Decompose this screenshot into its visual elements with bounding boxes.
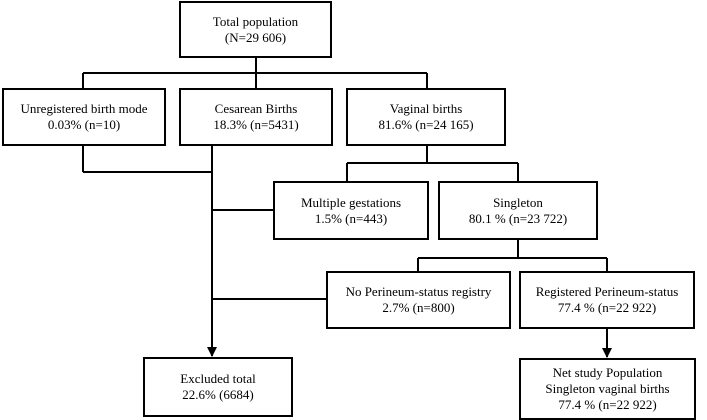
excluded-total-label: Excluded total (180, 371, 256, 386)
net-study-population-label: Net study Population (552, 365, 663, 380)
multiple-gestations-label: Multiple gestations (300, 194, 402, 210)
unregistered-birth-mode-count: 0.03% (n=10) (47, 117, 121, 132)
excluded-total-count: 22.6% (6684) (182, 387, 254, 402)
no-perineum-status-box: No Perineum-status registry 2.7% (n=800) (326, 271, 511, 329)
vaginal-births-label: Vaginal births (389, 101, 463, 116)
vaginal-births-box: Vaginal births 81.6% (n=24 165) (346, 88, 506, 146)
cesarean-births-box: Cesarean Births 18.3% (n=5431) (179, 88, 333, 146)
total-population-count: (N=29 606) (224, 29, 287, 45)
vaginal-births-count: 81.6% (n=24 165) (378, 117, 474, 132)
net-study-population-subtitle: Singleton vaginal births (545, 381, 670, 396)
multiple-gestations-count: 1.5% (n=443) (314, 210, 388, 226)
registered-perineum-status-label: Registered Perineum-status (535, 284, 679, 299)
excluded-total-box: Excluded total 22.6% (6684) (143, 357, 293, 417)
singleton-box: Singleton 80.1 % (n=23 722) (438, 181, 598, 240)
unregistered-birth-mode-box: Unregistered birth mode 0.03% (n=10) (2, 88, 166, 146)
net-study-population-box: Net study Population Singleton vaginal b… (519, 358, 696, 420)
registered-perineum-status-box: Registered Perineum-status 77.4 % (n=22 … (519, 271, 695, 329)
no-perineum-status-count: 2.7% (n=800) (382, 300, 455, 315)
multiple-gestations-box: Multiple gestations 1.5% (n=443) (273, 181, 429, 240)
cesarean-births-label: Cesarean Births (214, 101, 298, 116)
cesarean-births-count: 18.3% (n=5431) (213, 117, 299, 132)
unregistered-birth-mode-label: Unregistered birth mode (20, 101, 148, 116)
singleton-count: 80.1 % (n=23 722) (468, 210, 568, 226)
total-population-label: Total population (212, 13, 299, 29)
singleton-label: Singleton (493, 194, 543, 210)
registered-perineum-status-count: 77.4 % (n=22 922) (557, 300, 657, 315)
net-study-population-count: 77.4 % (n=22 922) (558, 397, 657, 412)
total-population-box: Total population (N=29 606) (179, 1, 332, 58)
no-perineum-status-label: No Perineum-status registry (345, 284, 492, 299)
